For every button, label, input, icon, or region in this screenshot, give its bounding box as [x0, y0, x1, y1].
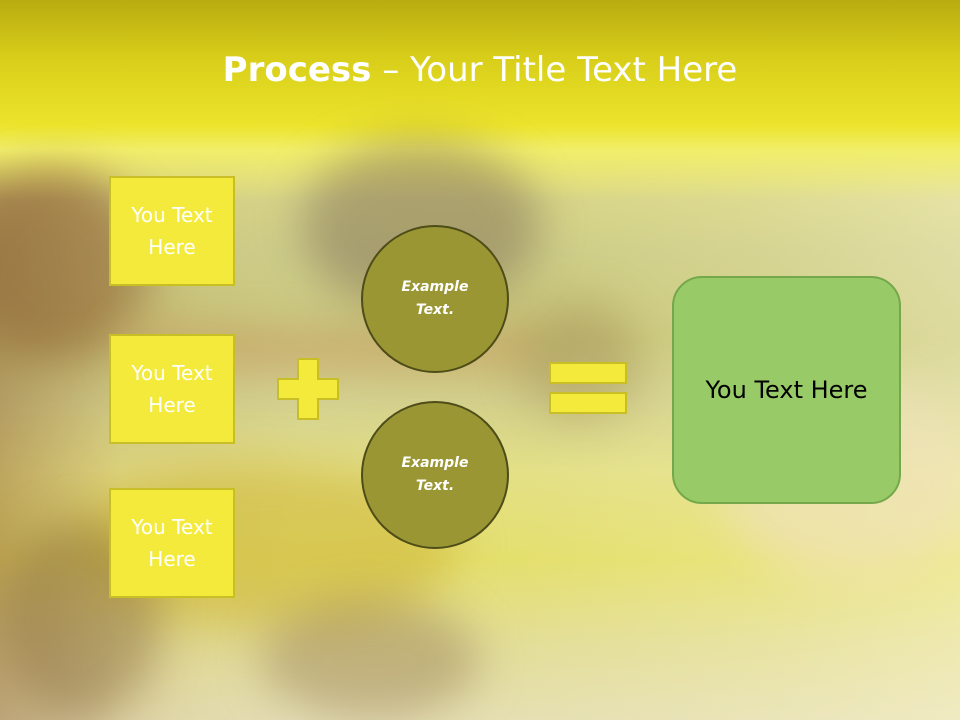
input-box-2[interactable]: You Text Here	[109, 334, 235, 444]
result-box[interactable]: You Text Here	[672, 276, 901, 504]
result-box-label: You Text Here	[705, 376, 868, 404]
example-circle-2[interactable]: Example Text.	[361, 401, 509, 549]
equals-icon	[549, 362, 627, 414]
slide-title[interactable]: Process – Your Title Text Here	[0, 50, 960, 90]
input-box-3-label: You Text Here	[131, 515, 213, 571]
title-rest: Your Title Text Here	[410, 50, 738, 90]
input-box-2-label: You Text Here	[131, 361, 213, 417]
example-circle-1[interactable]: Example Text.	[361, 225, 509, 373]
input-box-1-label: You Text Here	[131, 203, 213, 259]
example-circle-2-label: Example Text.	[401, 455, 469, 494]
title-bold: Process	[222, 50, 372, 90]
input-box-1[interactable]: You Text Here	[109, 176, 235, 286]
plus-icon	[277, 358, 339, 420]
input-box-3[interactable]: You Text Here	[109, 488, 235, 598]
example-circle-1-label: Example Text.	[401, 279, 469, 318]
title-separator: –	[371, 50, 411, 90]
